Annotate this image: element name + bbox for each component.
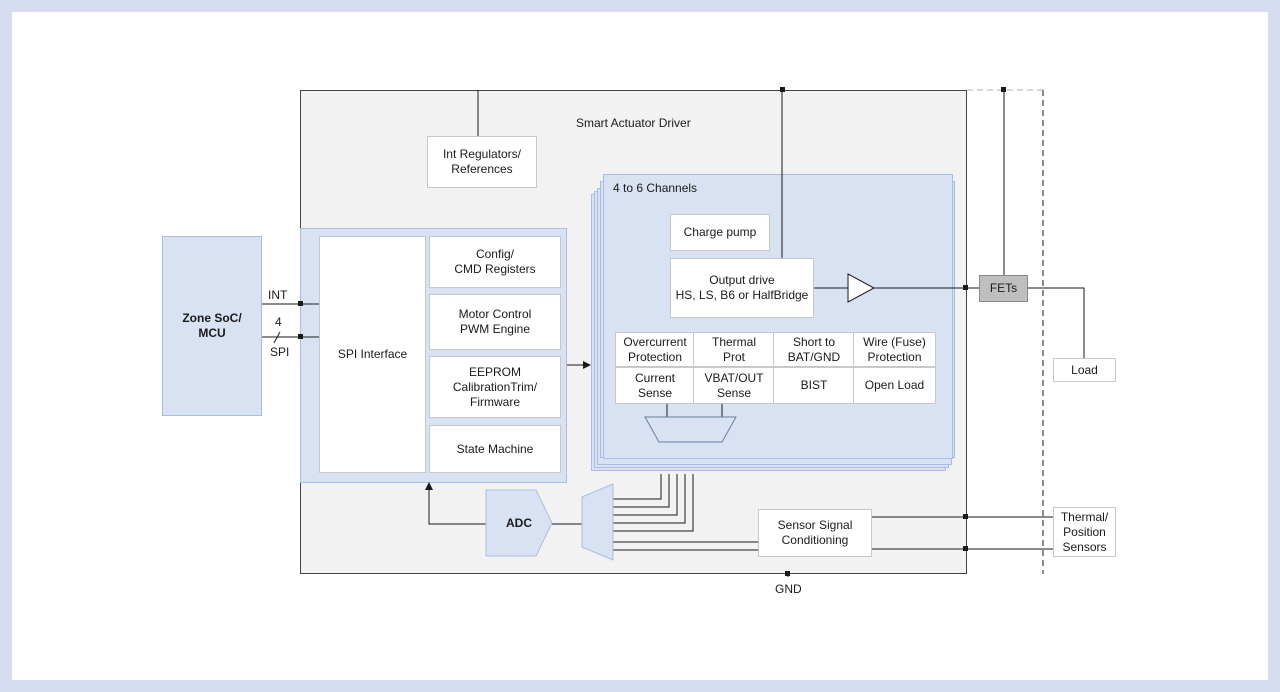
open-load-cell: Open Load [853,367,936,404]
int-label: INT [268,288,288,302]
bist-cell: BIST [773,367,855,404]
gnd-label: GND [775,582,802,596]
driver-title: Smart Actuator Driver [576,116,691,130]
motor-control-pwm-block: Motor Control PWM Engine [429,294,561,350]
spi-count-label: 4 [275,315,282,329]
spi-bus-slash [273,331,281,344]
main-mux-shape [581,483,614,561]
zone-soc-mcu-block: Zone SoC/ MCU [162,236,262,416]
sense-line-3 [613,474,678,516]
wire-fuse-protection-cell: Wire (Fuse) Protection [853,332,936,367]
vbat-out-sense-cell: VBAT/OUT Sense [693,367,775,404]
thermal-position-sensors-block: Thermal/ Position Sensors [1053,507,1116,557]
fets-to-load-line [1028,287,1085,358]
fets-supply-junction [1001,87,1006,92]
spi-interface-block: SPI Interface [319,236,426,473]
fets-block: FETs [979,275,1028,302]
int-junction [298,301,303,306]
state-machine-block: State Machine [429,425,561,473]
connector-lines [262,87,1085,577]
adc-feedback-line [428,486,486,525]
config-cmd-registers-block: Config/ CMD Registers [429,236,561,288]
charge-pump-block: Charge pump [670,214,770,251]
arrowhead-to-channels [583,361,591,369]
sense-line-4 [613,474,686,524]
sensor-junction-2 [963,546,968,551]
sense-line-2 [613,474,670,508]
current-sense-cell: Current Sense [615,367,695,404]
output-drive-block: Output drive HS, LS, B6 or HalfBridge [670,258,814,318]
sensor-junction-1 [963,514,968,519]
eeprom-block: EEPROM CalibrationTrim/ Firmware [429,356,561,418]
spi-junction [298,334,303,339]
sense-mux-shape [644,416,737,443]
int-regulators-block: Int Regulators/ References [427,136,537,188]
channels-title: 4 to 6 Channels [613,181,698,195]
fets-junction [963,285,968,290]
sense-line-1 [613,474,662,500]
sensor-signal-conditioning-block: Sensor Signal Conditioning [758,509,872,557]
drive-supply-junction [780,87,785,92]
diagram-canvas: Smart Actuator Driver Zone SoC/ MCU Int … [12,12,1268,680]
sense-line-5 [613,474,694,532]
arrowhead-to-spi [425,482,433,490]
output-buffer-triangle [847,273,876,303]
gnd-junction [785,571,790,576]
adc-shape [485,489,553,557]
thermal-prot-cell: Thermal Prot [693,332,775,367]
adc-label: ADC [506,515,532,530]
spi-label: SPI [270,345,290,359]
load-block: Load [1053,358,1116,382]
